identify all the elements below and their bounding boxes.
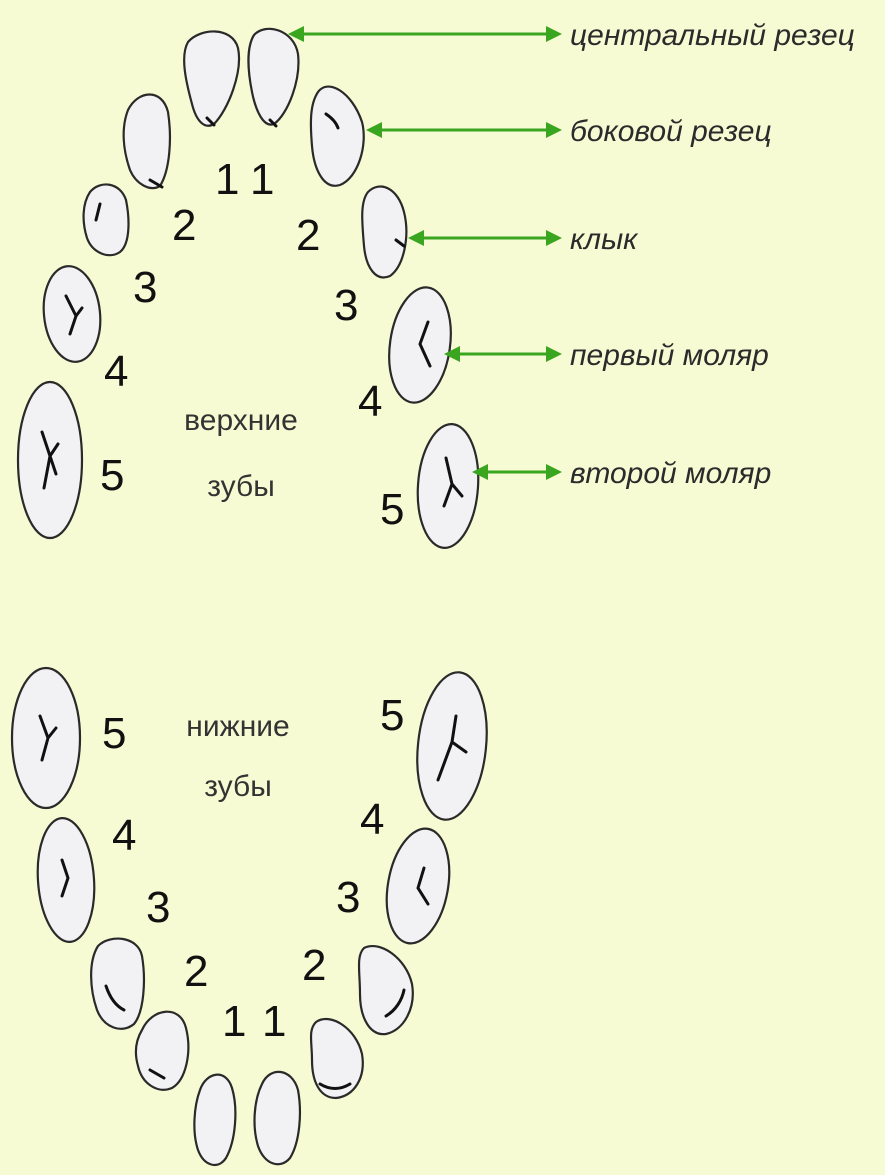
upper-label-line1: верхние bbox=[184, 404, 298, 437]
upper-number-right-4: 4 bbox=[358, 377, 382, 426]
upper-left-canine bbox=[82, 183, 130, 257]
upper-number-right-2: 2 bbox=[296, 211, 320, 260]
lower-right-second-molar bbox=[416, 671, 488, 821]
lower-number-right-2: 2 bbox=[302, 941, 326, 990]
lower-left-lateral-incisor bbox=[134, 1010, 190, 1091]
upper-number-right-3: 3 bbox=[334, 281, 358, 330]
lower-left-second-molar bbox=[10, 666, 82, 810]
upper-right-first-molar bbox=[388, 286, 452, 404]
legend-label-first-molar: первый моляр bbox=[570, 339, 769, 372]
upper-left-lateral-incisor bbox=[122, 93, 172, 190]
upper-right-canine bbox=[361, 185, 408, 279]
upper-right-second-molar bbox=[416, 423, 480, 549]
lower-number-left-4: 4 bbox=[112, 811, 136, 860]
lower-number-right-3: 3 bbox=[336, 873, 360, 922]
upper-left-first-molar bbox=[42, 265, 102, 363]
lower-right-first-molar bbox=[385, 827, 451, 945]
lower-label-line1: нижние bbox=[186, 710, 289, 743]
lower-right-lateral-incisor bbox=[309, 1017, 364, 1100]
lower-number-right-5: 5 bbox=[380, 691, 404, 740]
legend-arrow-central-incisor bbox=[288, 26, 562, 42]
upper-number-left-2: 2 bbox=[172, 201, 196, 250]
lower-number-left-3: 3 bbox=[146, 883, 170, 932]
lower-number-right-4: 4 bbox=[360, 795, 384, 844]
legend-arrow-second-molar bbox=[472, 464, 562, 480]
lower-teeth: 5 5 4 4 3 3 2 2 1 1 нижние зубы bbox=[10, 666, 488, 1167]
lower-number-left-2: 2 bbox=[184, 947, 208, 996]
legend: центральный резец боковой резец клык пер… bbox=[288, 19, 855, 490]
upper-teeth: 1 1 2 2 3 3 4 4 5 5 верхние зубы bbox=[16, 27, 480, 549]
upper-right-central-incisor bbox=[247, 27, 300, 128]
lower-right-central-incisor bbox=[253, 1070, 302, 1166]
upper-number-left-3: 3 bbox=[133, 263, 157, 312]
legend-arrow-first-molar bbox=[444, 346, 562, 362]
upper-number-right-5: 5 bbox=[380, 485, 404, 534]
upper-label-line2: зубы bbox=[207, 470, 275, 503]
legend-arrow-lateral-incisor bbox=[366, 122, 562, 138]
upper-left-second-molar bbox=[16, 380, 84, 540]
legend-label-canine: клык bbox=[570, 223, 639, 256]
lower-left-central-incisor bbox=[193, 1073, 237, 1167]
legend-arrow-canine bbox=[408, 230, 562, 246]
lower-number-left-1: 1 bbox=[222, 997, 246, 1046]
upper-left-central-incisor bbox=[183, 30, 241, 127]
lower-right-canine bbox=[357, 945, 414, 1036]
upper-number-left-5: 5 bbox=[100, 451, 124, 500]
lower-left-canine bbox=[90, 937, 146, 1030]
upper-number-left-4: 4 bbox=[104, 347, 128, 396]
legend-label-central-incisor: центральный резец bbox=[570, 19, 855, 52]
lower-left-first-molar bbox=[36, 817, 96, 943]
legend-label-second-molar: второй моляр bbox=[570, 457, 771, 490]
upper-right-lateral-incisor bbox=[309, 85, 365, 187]
lower-number-left-5: 5 bbox=[102, 709, 126, 758]
upper-number-right-1: 1 bbox=[250, 155, 274, 204]
upper-number-left-1: 1 bbox=[215, 155, 239, 204]
legend-label-lateral-incisor: боковой резец bbox=[570, 115, 772, 148]
lower-label-line2: зубы bbox=[204, 770, 272, 803]
lower-number-right-1: 1 bbox=[262, 997, 286, 1046]
